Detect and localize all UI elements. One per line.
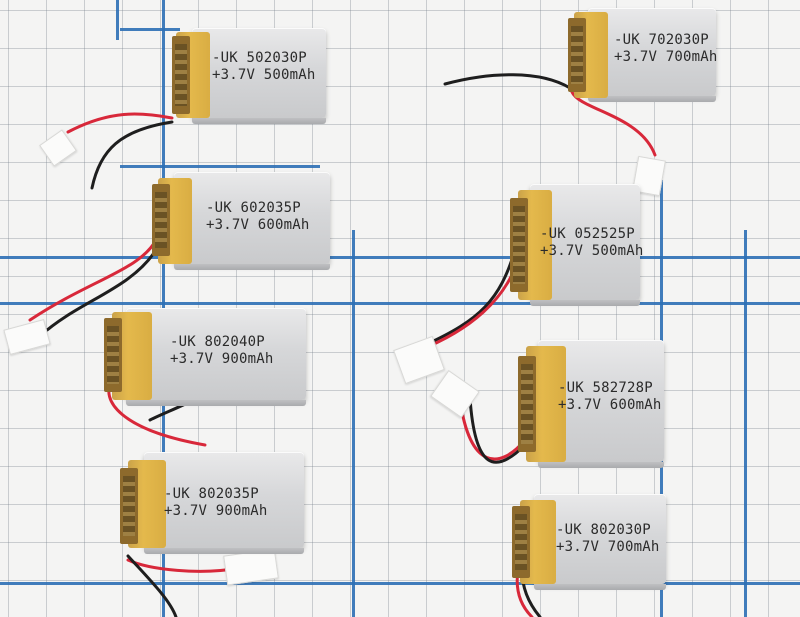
battery-spec: +3.7V 500mAh <box>540 243 644 259</box>
grid-major-line <box>352 230 355 617</box>
battery-spec: +3.7V 700mAh <box>614 49 718 65</box>
battery-label: -UK 702030P +3.7V 700mAh <box>614 32 718 66</box>
battery-model: -UK 702030P <box>614 32 709 48</box>
battery-label: -UK 802040P +3.7V 900mAh <box>170 334 274 368</box>
battery-spec: +3.7V 600mAh <box>206 217 310 233</box>
battery-spec: +3.7V 600mAh <box>558 397 662 413</box>
battery-label: -UK 502030P +3.7V 500mAh <box>212 50 316 84</box>
battery-cell: -UK 802030P +3.7V 700mAh <box>512 494 670 592</box>
battery-model: -UK 502030P <box>212 50 307 66</box>
battery-model: -UK 582728P <box>558 380 653 396</box>
battery-spec: +3.7V 900mAh <box>170 351 274 367</box>
battery-cell: -UK 602035P +3.7V 600mAh <box>150 172 334 270</box>
battery-cell: -UK 702030P +3.7V 700mAh <box>566 8 720 104</box>
battery-cell: -UK 802035P +3.7V 900mAh <box>120 452 308 556</box>
battery-model: -UK 802030P <box>556 522 651 538</box>
battery-model: -UK 602035P <box>206 200 301 216</box>
grid-major-line <box>744 230 747 617</box>
battery-label: -UK 602035P +3.7V 600mAh <box>206 200 310 234</box>
battery-spec: +3.7V 900mAh <box>164 503 268 519</box>
battery-label: -UK 802035P +3.7V 900mAh <box>164 486 268 520</box>
battery-cell: -UK 802040P +3.7V 900mAh <box>104 308 310 408</box>
battery-cell: -UK 502030P +3.7V 500mAh <box>168 28 330 124</box>
grid-major-line <box>120 165 320 168</box>
battery-cell: -UK 582728P +3.7V 600mAh <box>518 340 668 470</box>
grid-major-line <box>116 0 119 40</box>
battery-model: -UK 802035P <box>164 486 259 502</box>
battery-label: -UK 582728P +3.7V 600mAh <box>558 380 662 414</box>
grid-major-line <box>0 256 800 259</box>
battery-cell: -UK 052525P +3.7V 500mAh <box>510 184 644 308</box>
battery-spec: +3.7V 700mAh <box>556 539 660 555</box>
grid-major-line <box>0 582 800 585</box>
battery-model: -UK 802040P <box>170 334 265 350</box>
grid-major-line <box>0 302 800 305</box>
battery-label: -UK 802030P +3.7V 700mAh <box>556 522 660 556</box>
battery-model: -UK 052525P <box>540 226 635 242</box>
grid-major-line <box>120 28 180 31</box>
battery-spec: +3.7V 500mAh <box>212 67 316 83</box>
battery-label: -UK 052525P +3.7V 500mAh <box>540 226 644 260</box>
